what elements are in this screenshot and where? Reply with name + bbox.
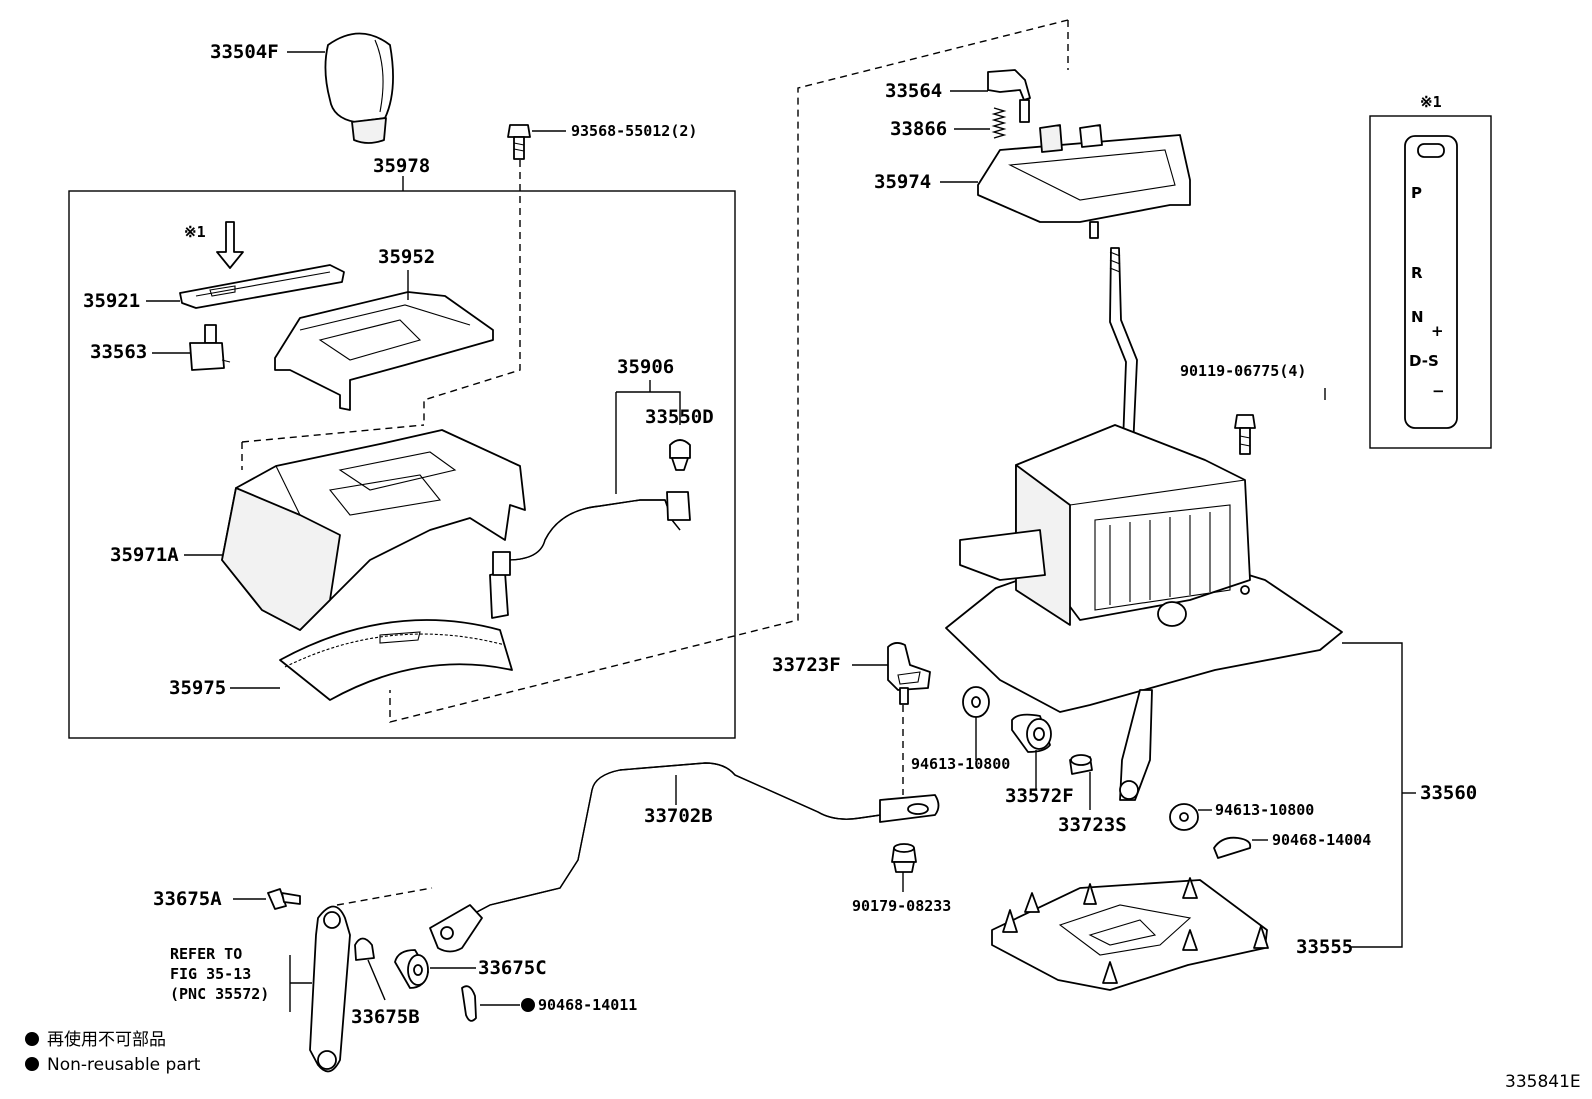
bolt-90119 bbox=[1234, 388, 1326, 455]
shift-arm bbox=[289, 905, 351, 1073]
figure-id: 335841E bbox=[1505, 1072, 1581, 1092]
label-33702B: 33702B bbox=[644, 805, 713, 827]
refer-line-2: FIG 35-13 bbox=[170, 965, 251, 983]
label-35921: 35921 bbox=[83, 290, 140, 312]
lever-housing-35971A bbox=[184, 429, 526, 631]
label-90119-06775: 90119-06775(4) bbox=[1180, 362, 1306, 380]
gate-ds: D-S bbox=[1409, 352, 1439, 370]
label-33550D: 33550D bbox=[645, 406, 714, 428]
control-rod-33702B bbox=[429, 762, 940, 953]
label-33564: 33564 bbox=[885, 80, 942, 102]
label-94613-10800-b: 94613-10800 bbox=[1215, 801, 1314, 819]
bulb-33550D bbox=[669, 439, 691, 471]
gate-p: P bbox=[1411, 184, 1422, 202]
gate-minus: − bbox=[1432, 382, 1445, 400]
shift-gate-pattern bbox=[1369, 115, 1492, 449]
base-plate-33555 bbox=[991, 877, 1269, 991]
clip-90468-14011 bbox=[461, 985, 535, 1022]
clip-90468-14004 bbox=[1213, 836, 1268, 859]
label-asterisk1-left: ※1 bbox=[184, 223, 206, 241]
legend-japanese: 再使用不可部品 bbox=[47, 1029, 166, 1050]
label-94613-10800-a: 94613-10800 bbox=[911, 755, 1010, 773]
harness-35906 bbox=[489, 380, 691, 619]
label-35975: 35975 bbox=[169, 677, 226, 699]
non-reusable-dot-icon bbox=[521, 998, 535, 1012]
cover-35975 bbox=[230, 619, 513, 701]
label-90179-08233: 90179-08233 bbox=[852, 897, 951, 915]
label-33675C: 33675C bbox=[478, 957, 547, 979]
collar-33675B bbox=[354, 937, 386, 1001]
legend-dot-icon bbox=[25, 1032, 39, 1046]
label-33555: 33555 bbox=[1296, 936, 1353, 958]
washer-94613-b bbox=[1169, 803, 1212, 831]
switch-33563 bbox=[152, 324, 231, 371]
housing-plate-35952 bbox=[274, 270, 494, 411]
washer-94613-a bbox=[962, 686, 990, 760]
bushing-33675C bbox=[394, 949, 476, 989]
label-35906: 35906 bbox=[617, 356, 674, 378]
shift-lever-assembly-33560 bbox=[945, 424, 1416, 948]
label-33572F: 33572F bbox=[1005, 785, 1074, 807]
label-33563: 33563 bbox=[90, 341, 147, 363]
legend-dot-icon bbox=[25, 1057, 39, 1071]
shift-knob-33504F bbox=[287, 32, 394, 144]
label-35978: 35978 bbox=[373, 155, 430, 177]
selector-35974 bbox=[940, 124, 1191, 239]
label-33560: 33560 bbox=[1420, 782, 1477, 804]
gate-r: R bbox=[1411, 264, 1423, 282]
refer-line-1: REFER TO bbox=[170, 945, 242, 963]
bolt-93568 bbox=[507, 124, 566, 160]
indicator-plate-35921 bbox=[146, 264, 345, 309]
spring-33866 bbox=[954, 107, 1007, 139]
bushing-33572F bbox=[1011, 713, 1052, 790]
label-35971A: 35971A bbox=[110, 544, 179, 566]
label-33675A: 33675A bbox=[153, 888, 222, 910]
nut-90179 bbox=[891, 843, 917, 892]
label-33504F: 33504F bbox=[210, 41, 279, 63]
gate-plus: + bbox=[1431, 322, 1444, 340]
label-93568-55012: 93568-55012(2) bbox=[571, 122, 697, 140]
bracket-33723F bbox=[852, 642, 931, 705]
label-35974: 35974 bbox=[874, 171, 931, 193]
collar-33723S bbox=[1069, 754, 1093, 810]
label-33723S: 33723S bbox=[1058, 814, 1127, 836]
label-33675B: 33675B bbox=[351, 1006, 420, 1028]
legend-english: Non-reusable part bbox=[47, 1055, 201, 1075]
gate-n: N bbox=[1411, 308, 1424, 326]
bolt-33675A bbox=[233, 888, 301, 910]
assembly-box-35978 bbox=[68, 190, 736, 739]
arrow-icon bbox=[216, 221, 244, 269]
label-33723F: 33723F bbox=[772, 654, 841, 676]
label-90468-14011: 90468-14011 bbox=[538, 996, 637, 1014]
lock-33564 bbox=[950, 69, 1031, 123]
label-90468-14004: 90468-14004 bbox=[1272, 831, 1371, 849]
label-33866: 33866 bbox=[890, 118, 947, 140]
label-35952: 35952 bbox=[378, 246, 435, 268]
refer-line-3: (PNC 35572) bbox=[170, 985, 269, 1003]
gate-title: ※1 bbox=[1420, 93, 1442, 111]
